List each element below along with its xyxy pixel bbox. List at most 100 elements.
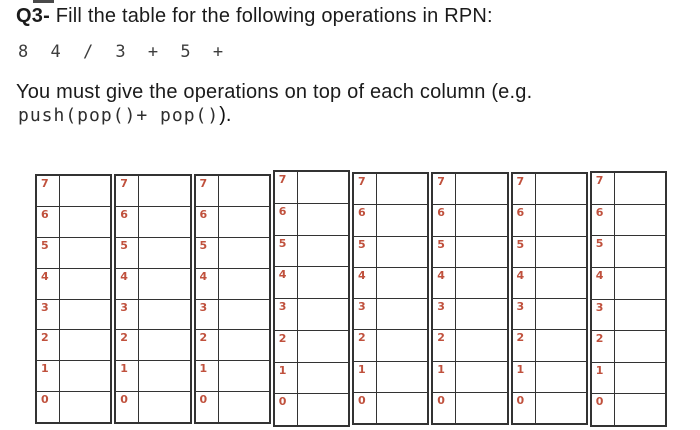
answer-cell <box>456 205 506 235</box>
code-example-suffix: ). <box>219 104 232 126</box>
answer-cell <box>60 207 110 237</box>
answer-cell <box>615 363 665 394</box>
answer-cell <box>377 174 427 204</box>
row-label: 2 <box>354 330 377 361</box>
row-label: 5 <box>196 237 219 268</box>
table-row: 4 <box>512 267 586 299</box>
answer-cell <box>298 394 348 425</box>
table-row: 0 <box>592 394 665 425</box>
row-label: 4 <box>433 267 457 298</box>
table-row: 1 <box>591 362 665 395</box>
table-row: 2 <box>591 331 665 363</box>
table-row: 0 <box>116 392 189 422</box>
row-label: 0 <box>116 392 140 422</box>
row-label: 3 <box>433 299 457 330</box>
answer-cell <box>298 331 348 362</box>
table-row: 0 <box>196 392 269 422</box>
row-label: 3 <box>196 299 219 330</box>
table-row: 4 <box>116 268 190 300</box>
answer-cell <box>139 238 189 268</box>
row-label: 4 <box>116 268 140 299</box>
answer-cell <box>377 205 427 235</box>
table-row: 3 <box>116 299 190 331</box>
answer-cell <box>456 393 506 423</box>
table-row: 6 <box>512 205 586 237</box>
row-label: 6 <box>354 205 377 236</box>
row-label: 1 <box>116 361 140 392</box>
table-row: 2 <box>512 330 586 362</box>
answer-cell <box>615 331 665 362</box>
row-label: 1 <box>513 361 536 392</box>
table-row: 6 <box>195 206 269 238</box>
answer-cell <box>139 176 189 206</box>
answer-cell <box>298 236 348 267</box>
table-row: 0 <box>433 392 506 423</box>
row-label: 3 <box>513 299 536 330</box>
table-row: 5 <box>274 235 348 268</box>
answer-cell <box>60 392 110 422</box>
answer-cell <box>139 392 189 422</box>
row-label: 1 <box>196 361 219 392</box>
table-row: 0 <box>513 392 586 423</box>
answer-cell <box>60 361 110 391</box>
row-label: 6 <box>513 205 536 236</box>
table-row: 3 <box>512 299 586 331</box>
table-row: 2 <box>433 330 507 362</box>
table-row: 0 <box>37 392 110 422</box>
answer-cell <box>139 269 189 299</box>
answer-cell <box>60 269 110 299</box>
row-label: 6 <box>116 206 140 237</box>
table-row: 3 <box>433 299 507 331</box>
row-label: 4 <box>513 267 536 298</box>
answer-cell <box>219 392 269 422</box>
row-label: 4 <box>592 267 615 299</box>
table-row: 5 <box>37 237 111 269</box>
answer-cell <box>139 300 189 330</box>
answer-cell <box>456 268 506 298</box>
code-example: push(pop()+ pop()). <box>18 104 231 127</box>
table-row: 5 <box>512 236 586 268</box>
answer-cell <box>219 176 269 206</box>
table-row: 1 <box>354 361 428 393</box>
row-label: 0 <box>354 392 377 423</box>
row-label: 7 <box>354 174 377 205</box>
answer-cell <box>536 393 586 423</box>
row-label: 3 <box>354 299 377 330</box>
answer-cell <box>536 299 586 329</box>
table-row: 6 <box>433 205 507 237</box>
answer-cell <box>298 172 348 203</box>
table-row: 1 <box>433 361 507 393</box>
answer-cell <box>298 204 348 235</box>
row-label: 6 <box>37 206 60 237</box>
row-label: 4 <box>275 267 298 298</box>
table-row: 3 <box>195 299 269 331</box>
answer-cell <box>60 176 110 206</box>
table-row: 1 <box>512 361 586 393</box>
answer-cell <box>536 330 586 360</box>
table-row: 6 <box>591 204 665 237</box>
row-label: 0 <box>433 392 457 423</box>
row-label: 3 <box>37 299 60 330</box>
answer-cell <box>377 330 427 360</box>
scan-artifact <box>33 0 54 3</box>
answer-cell <box>536 174 586 204</box>
row-label: 5 <box>37 237 60 268</box>
table-row: 7 <box>274 172 348 204</box>
answer-cell <box>377 237 427 267</box>
answer-cell <box>615 268 665 299</box>
row-label: 1 <box>275 362 298 394</box>
row-label: 2 <box>433 330 457 361</box>
row-label: 4 <box>354 267 377 298</box>
table-row: 7 <box>116 176 190 207</box>
answer-cell <box>219 300 269 330</box>
answer-cell <box>536 362 586 392</box>
row-label: 2 <box>275 330 298 362</box>
answer-cell <box>456 237 506 267</box>
answer-cell <box>377 393 427 423</box>
